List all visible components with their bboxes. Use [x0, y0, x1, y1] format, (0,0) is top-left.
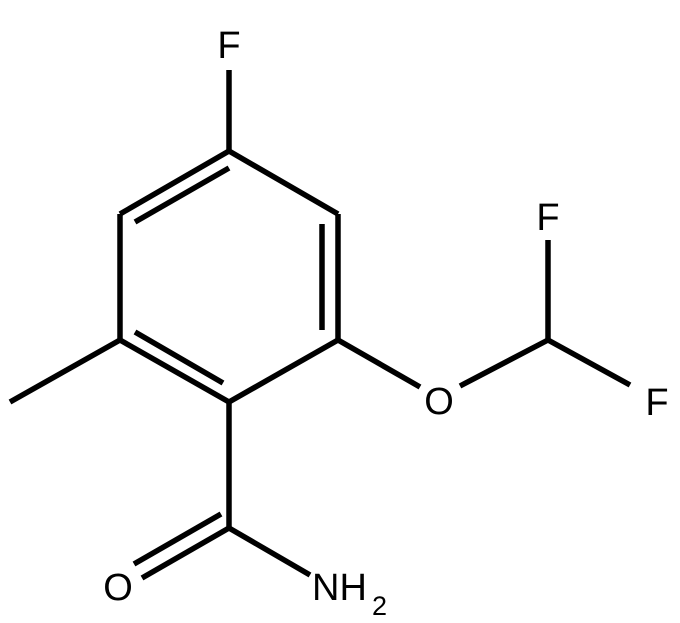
bond-c6-o [336, 337, 422, 390]
atom-label-f-top: F [217, 25, 240, 67]
bond-c1-c2-inner [133, 329, 225, 386]
bond-carbonyl-o-double-2 [132, 511, 223, 567]
bond-o-chf2 [458, 337, 550, 389]
bond-c4-c5 [227, 148, 340, 217]
atom-label-n-amide-subscript: 2 [372, 591, 387, 621]
bond-c3-c4 [118, 148, 231, 217]
bond-c6-c1 [227, 337, 340, 405]
bond-carbonyl-n [227, 525, 312, 578]
bond-c1-c2 [118, 337, 231, 405]
atom-label-o-ether: O [424, 381, 454, 423]
bond-c2-methyl [8, 337, 122, 405]
bond-chf2-f-lower [546, 337, 632, 388]
atom-label-n-amide: NH [312, 567, 367, 609]
atom-labels: F F F O O NH 2 [103, 25, 668, 621]
bond-c3-c4-inner [133, 165, 231, 225]
atom-label-f-right-lower: F [645, 382, 668, 424]
atom-label-o-carbonyl: O [103, 567, 133, 609]
bonds [8, 70, 632, 581]
atom-label-f-right-upper: F [536, 197, 559, 239]
bond-carbonyl-o-double-1 [140, 525, 231, 581]
